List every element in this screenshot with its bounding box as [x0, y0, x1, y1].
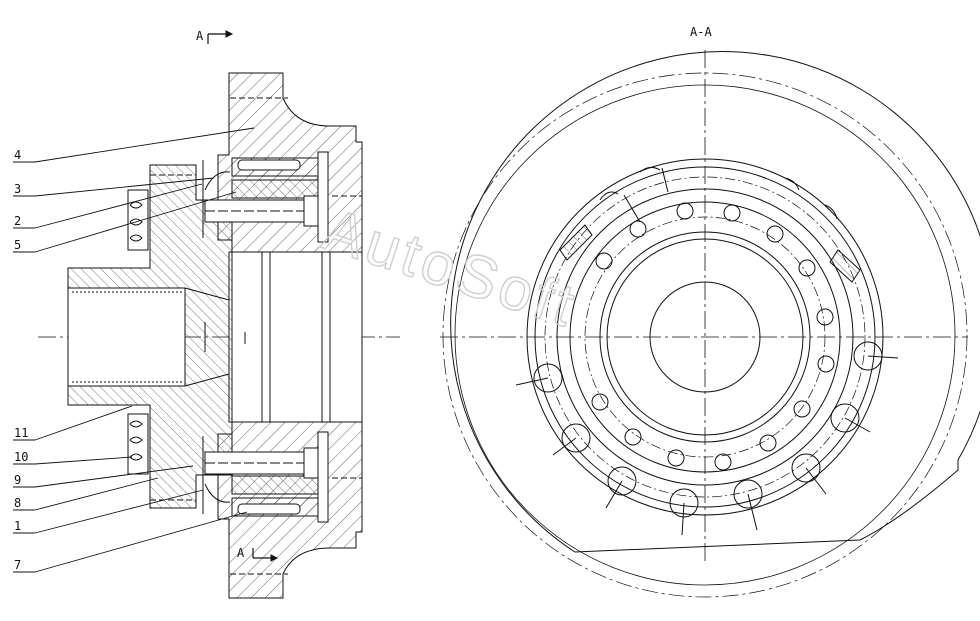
- callout-4: 4: [14, 148, 21, 162]
- callout-leaders: [13, 127, 255, 573]
- hub-bore: [67, 287, 186, 387]
- callout-3: 3: [14, 182, 21, 196]
- callout-7: 7: [14, 558, 21, 572]
- face-view: [440, 50, 980, 598]
- callout-1: 1: [14, 519, 21, 533]
- callout-8: 8: [14, 496, 21, 510]
- outer-disc: [450, 51, 980, 553]
- section-mark-top: A: [196, 29, 204, 43]
- callout-9: 9: [14, 473, 21, 487]
- outer-bolts: [515, 341, 899, 536]
- section-view: [38, 30, 400, 599]
- callout-2: 2: [14, 214, 21, 228]
- callout-11: 11: [14, 426, 28, 440]
- callout-10: 10: [14, 450, 28, 464]
- bore: [228, 251, 363, 423]
- view-title: A-A: [690, 25, 712, 39]
- section-mark-bottom: A: [237, 546, 245, 560]
- inner-bolt-holes: [591, 202, 835, 471]
- callout-5: 5: [14, 238, 21, 252]
